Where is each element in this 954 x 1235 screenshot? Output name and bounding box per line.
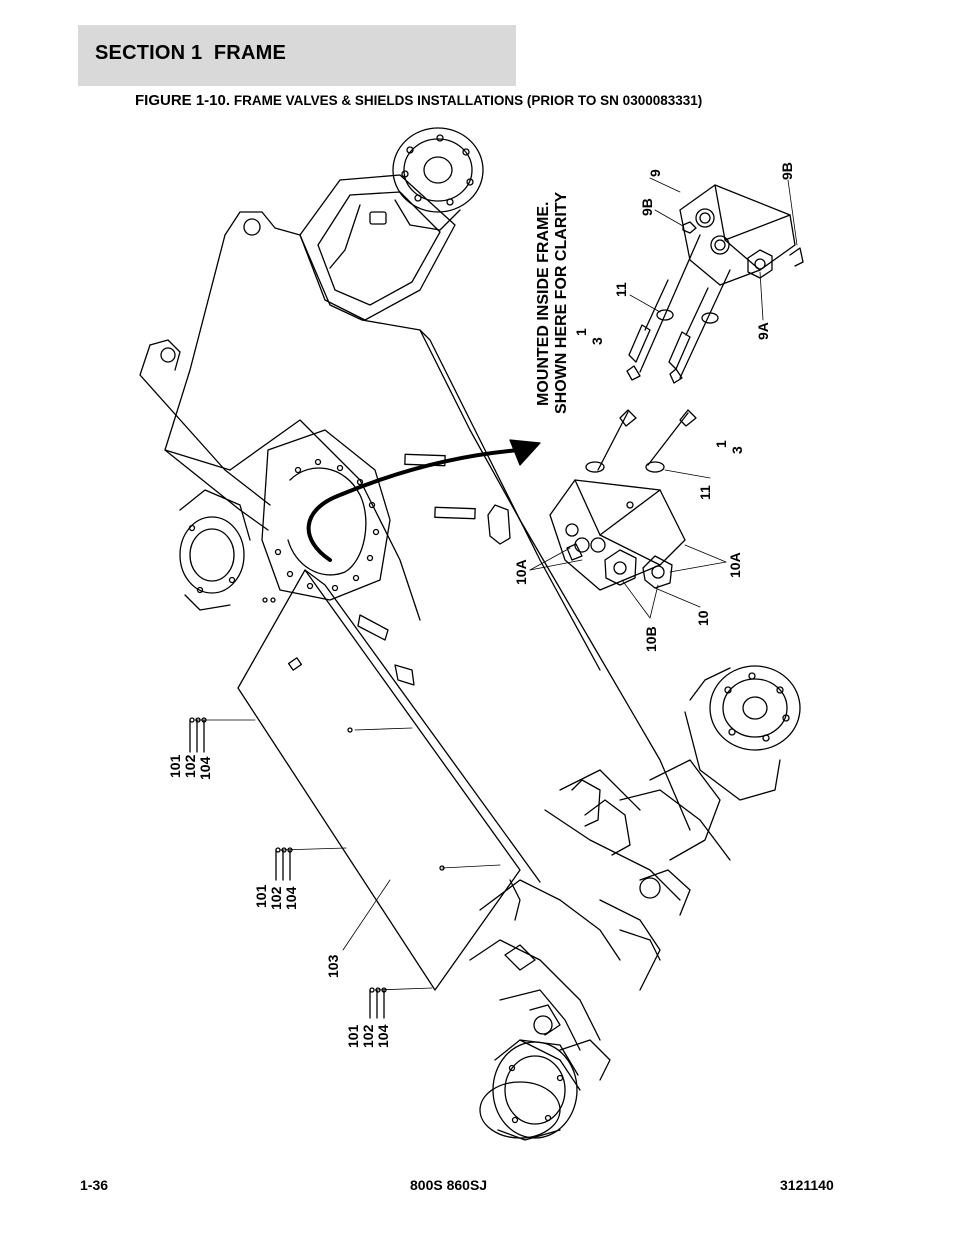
callout-9a: 9A (755, 322, 771, 340)
callout-11-lower: 11 (697, 485, 713, 500)
section-header-band (78, 25, 516, 86)
callout-g3-104: 104 (375, 1024, 391, 1048)
callout-3-lower: 3 (729, 446, 745, 454)
valve-10 (549, 409, 697, 591)
callout-103: 103 (325, 954, 341, 978)
callout-1-lower: 1 (713, 440, 729, 448)
section-title: SECTION 1 FRAME (95, 42, 286, 64)
lower-right-axle (469, 665, 801, 1091)
callout-g3-102: 102 (360, 1024, 376, 1048)
callout-g1-102: 102 (182, 754, 198, 778)
callout-9b-left: 9B (639, 198, 655, 216)
shield-fasteners (189, 597, 445, 1019)
mounted-note-line1: MOUNTED INSIDE FRAME. (535, 202, 552, 406)
footer-page-number: 1-36 (80, 1177, 109, 1193)
figure-title: FRAME VALVES & SHIELDS INSTALLATIONS (PR… (233, 93, 703, 108)
figure-caption: FIGURE 1-10. FRAME VALVES & SHIELDS INST… (135, 92, 702, 109)
mounted-note-line2: SHOWN HERE FOR CLARITY (553, 191, 570, 414)
callout-1-upper: 1 (573, 328, 589, 336)
footer-model: 800S 860SJ (410, 1177, 488, 1193)
callout-g1-101: 101 (167, 754, 183, 778)
upper-drive-hub (299, 127, 484, 321)
callout-9b-right: 9B (779, 162, 795, 180)
callout-10b: 10B (643, 626, 659, 652)
callout-9: 9 (647, 169, 663, 177)
callout-g1-104: 104 (197, 756, 213, 780)
figure-number: FIGURE 1-10. (135, 92, 231, 109)
shield-plate (237, 569, 541, 991)
valve-9 (626, 184, 804, 384)
callout-g3-101: 101 (345, 1024, 361, 1048)
footer-doc-number: 3121140 (780, 1177, 834, 1193)
callout-10a-right: 10A (727, 552, 743, 578)
main-frame-beam (139, 211, 691, 831)
callout-11-upper: 11 (613, 282, 629, 297)
lower-left-hub (479, 1039, 579, 1141)
callout-3-upper: 3 (589, 337, 605, 345)
leader-lines (194, 177, 798, 991)
slew-ring-opening (261, 429, 391, 601)
callout-10a-left: 10A (513, 559, 529, 585)
callout-10: 10 (695, 610, 711, 626)
callout-g2-104: 104 (283, 886, 299, 910)
callout-g2-101: 101 (253, 884, 269, 908)
callout-g2-102: 102 (268, 886, 284, 910)
left-hub (179, 489, 251, 611)
